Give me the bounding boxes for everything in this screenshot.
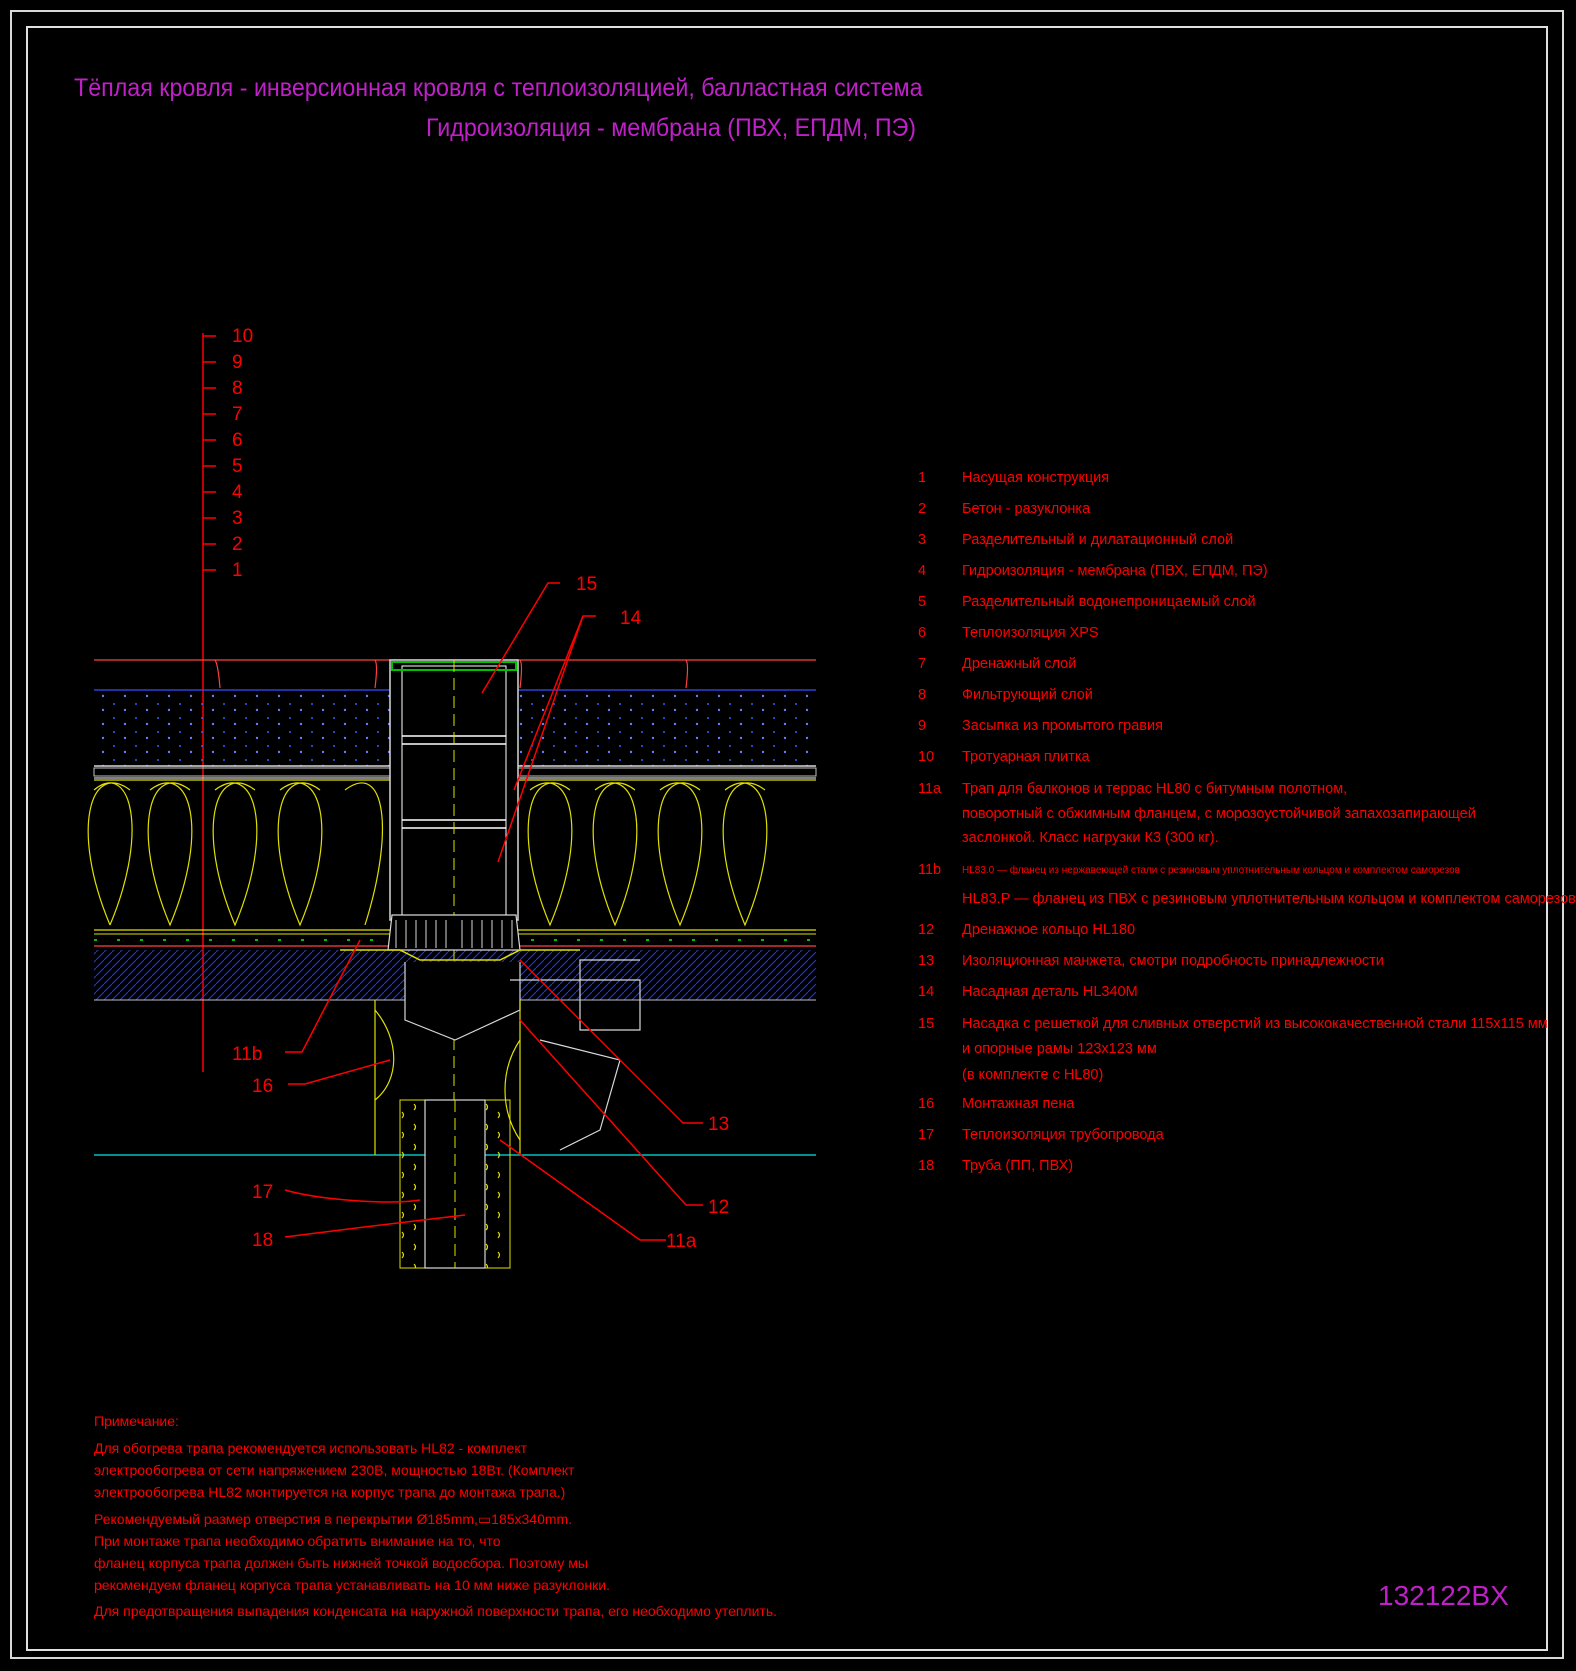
scale-label-3: 3	[232, 508, 243, 529]
inner-frame	[26, 26, 1548, 1651]
drain-assembly	[340, 659, 641, 1210]
callout-14: 14	[620, 608, 642, 629]
callout-11b: 11b	[232, 1044, 262, 1065]
note-line: Рекомендуемый размер отверстия в перекры…	[94, 1511, 573, 1527]
note-line: фланец корпуса трапа должен быть нижней …	[94, 1555, 588, 1571]
note-line: При монтаже трапа необходимо обратить вн…	[94, 1533, 501, 1549]
scale-label-7: 7	[232, 404, 243, 425]
callout-11a: 11a	[666, 1231, 697, 1252]
note-line: электрообогрева HL82 монтируется на корп…	[94, 1484, 566, 1500]
drawing-code: 132122BX	[1378, 1580, 1509, 1611]
scale-label-4: 4	[232, 482, 243, 503]
callout-15: 15	[576, 574, 597, 595]
scale-label-8: 8	[232, 378, 243, 399]
scale-label-10: 10	[232, 326, 253, 347]
scale-label-1: 1	[232, 560, 243, 581]
scale-label-9: 9	[232, 352, 243, 373]
scale-label-6: 6	[232, 430, 243, 451]
note-line: электрообогрева от сети напряжением 230В…	[94, 1462, 575, 1478]
note-line: Для обогрева трапа рекомендуется использ…	[94, 1440, 528, 1456]
note-line: рекомендуем фланец корпуса трапа устанав…	[94, 1577, 610, 1593]
callout-16: 16	[252, 1076, 273, 1097]
title-line-1: Тёплая кровля - инверсионная кровля с те…	[74, 74, 923, 102]
callout-12: 12	[708, 1197, 729, 1218]
pipe	[399, 1099, 511, 1269]
callout-leaders	[284, 582, 703, 1241]
outer-frame	[10, 10, 1564, 1659]
callout-18: 18	[252, 1230, 273, 1251]
callout-17: 17	[252, 1182, 273, 1203]
callout-13: 13	[708, 1114, 729, 1135]
note-heading: Примечание:	[94, 1413, 179, 1429]
mounting-foam	[374, 1000, 521, 1155]
layer-scale: 10 9 8 7 6 5 4 3 2 1	[202, 326, 253, 1072]
title-line-2: Гидроизоляция - мембрана (ПВХ, ЕПДМ, ПЭ)	[426, 114, 917, 142]
scale-label-5: 5	[232, 456, 243, 477]
note-line: Для предотвращения выпадения конденсата …	[94, 1603, 778, 1619]
scale-label-2: 2	[232, 534, 243, 555]
